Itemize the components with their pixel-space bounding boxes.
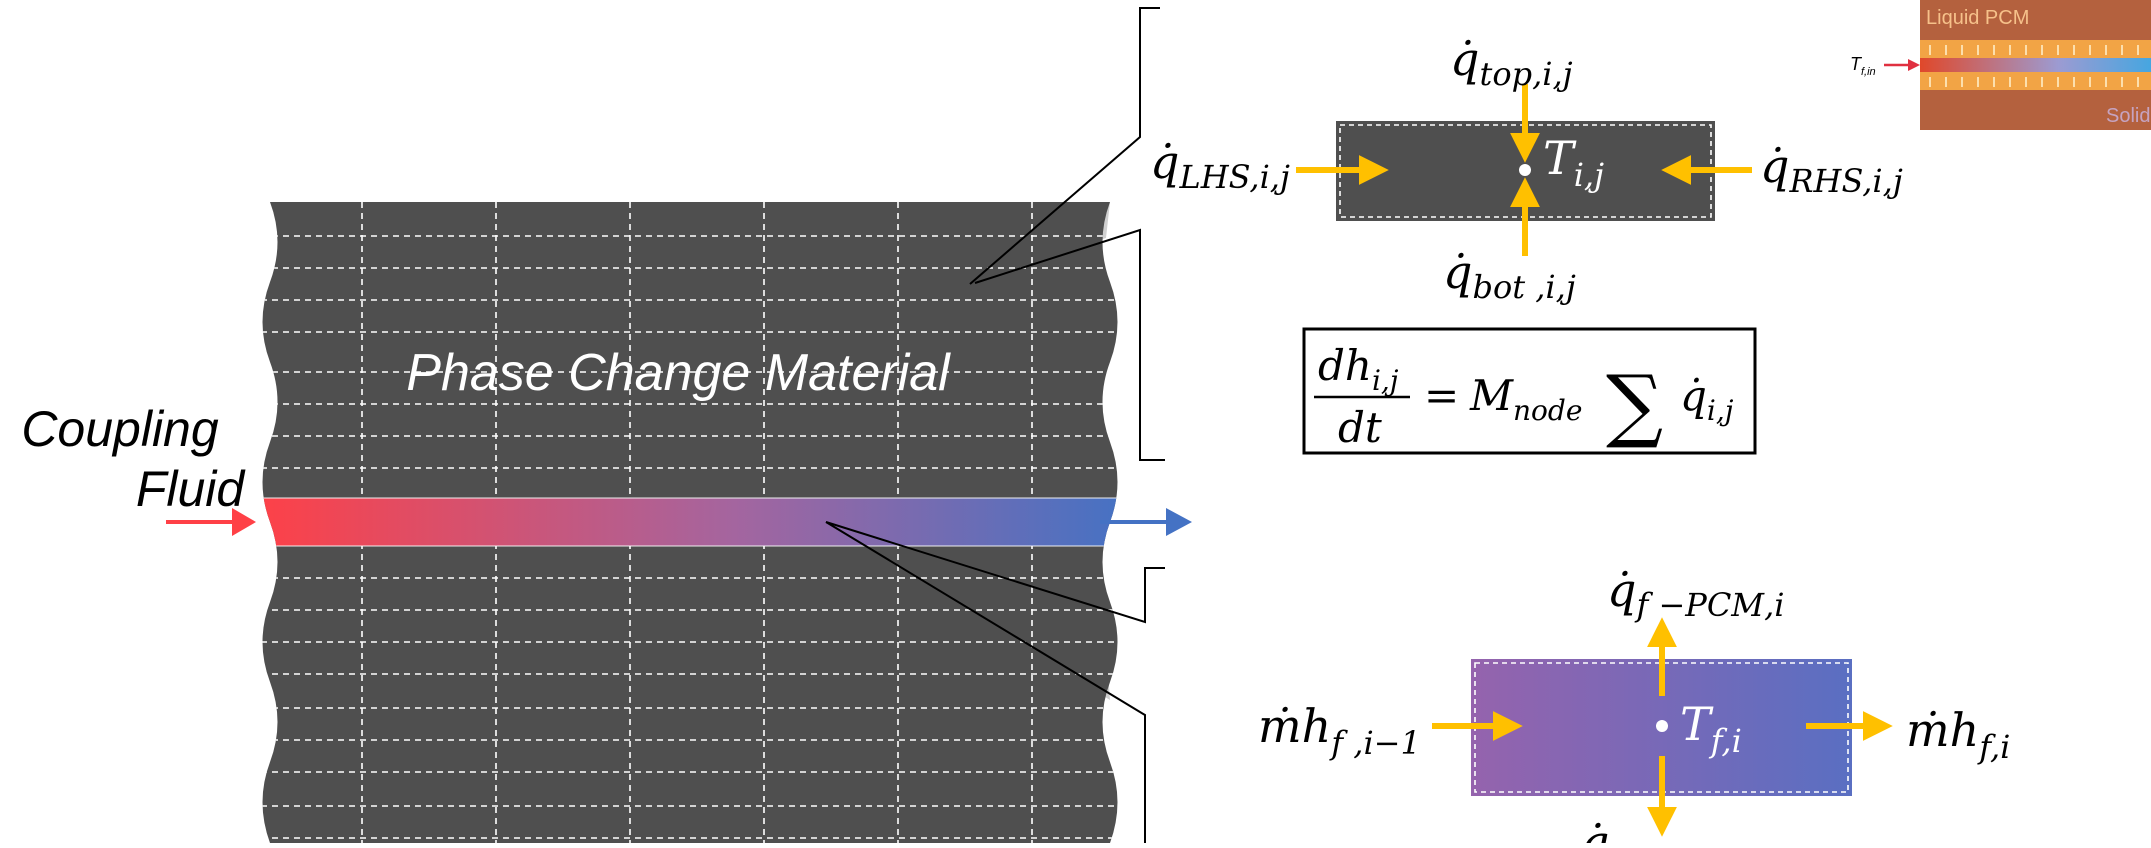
fluid-node-temp-sub: f,i <box>1709 722 1742 760</box>
eq-q: q̇ <box>1680 371 1707 420</box>
pcm-node-temp-sub: i,j <box>1574 156 1604 194</box>
outlet-arrow <box>1100 508 1192 536</box>
fluid-node-center-dot <box>1656 720 1668 732</box>
thumbnail-flow-ticks <box>1929 45 2139 87</box>
svg-text:Tf,i: Tf,i <box>1680 697 1742 760</box>
pcm-node-center-dot <box>1519 164 1531 176</box>
inflow-label: ṁhf ,i−1 <box>1258 699 1421 762</box>
svg-text:Ti,j: Ti,j <box>1543 131 1604 194</box>
lower-zoom-line-1 <box>825 521 1165 624</box>
outflow-label: ṁhf,i <box>1906 703 2010 766</box>
coupling-fluid-channel <box>262 498 1118 546</box>
thumbnail-inlet-arrow <box>1884 59 1920 71</box>
thumbnail-inlet-label: Tf,in <box>1850 54 1876 78</box>
eq-sum: ∑ <box>1606 358 1663 451</box>
pcm-label: Phase Change Material <box>406 344 951 402</box>
eq-numerator-sub: i,j <box>1372 364 1399 397</box>
q-lhs-label: q̇LHS,i,j <box>1150 135 1290 196</box>
eq-equals: = <box>1424 371 1459 420</box>
q-rhs-label: q̇RHS,i,j <box>1760 139 1903 200</box>
q-top-label: q̇top,i,j <box>1450 32 1573 93</box>
q-fluid-bottom-label: q̇ <box>1580 815 1609 843</box>
energy-equation: dhi,j dt = Mnode ∑ q̇i,j <box>1302 327 1757 455</box>
upper-zoom-line-2 <box>974 228 1165 461</box>
eq-q-sub: i,j <box>1707 394 1734 427</box>
upper-zoom-line-1 <box>969 7 1160 285</box>
lower-zoom-line-2 <box>825 521 1146 843</box>
inlet-label-line1: Coupling <box>21 401 219 457</box>
eq-mass-sub: node <box>1513 394 1582 427</box>
q-f-pcm-label: q̇f −PCM,i <box>1607 563 1784 624</box>
inlet-label-line2: Fluid <box>136 461 247 517</box>
pcm-block <box>262 202 1118 843</box>
eq-mass: M <box>1469 371 1514 420</box>
svg-text:dhi,j: dhi,j <box>1318 341 1399 397</box>
pcm-node-temp: T <box>1543 131 1577 185</box>
thumbnail-top-label: Liquid PCM <box>1926 7 2029 29</box>
svg-text:Mnode: Mnode <box>1469 371 1582 427</box>
eq-numerator: dh <box>1318 341 1372 390</box>
fluid-node-temp: T <box>1680 697 1714 751</box>
thumbnail: Liquid PCM Solid <box>1920 0 2151 130</box>
q-bot-label: q̇bot ,i,j <box>1443 245 1576 306</box>
svg-text:q̇i,j: q̇i,j <box>1680 371 1734 427</box>
thumbnail-bottom-label: Solid <box>2106 105 2150 127</box>
inlet-arrow <box>166 508 256 536</box>
eq-denominator: dt <box>1338 403 1382 452</box>
